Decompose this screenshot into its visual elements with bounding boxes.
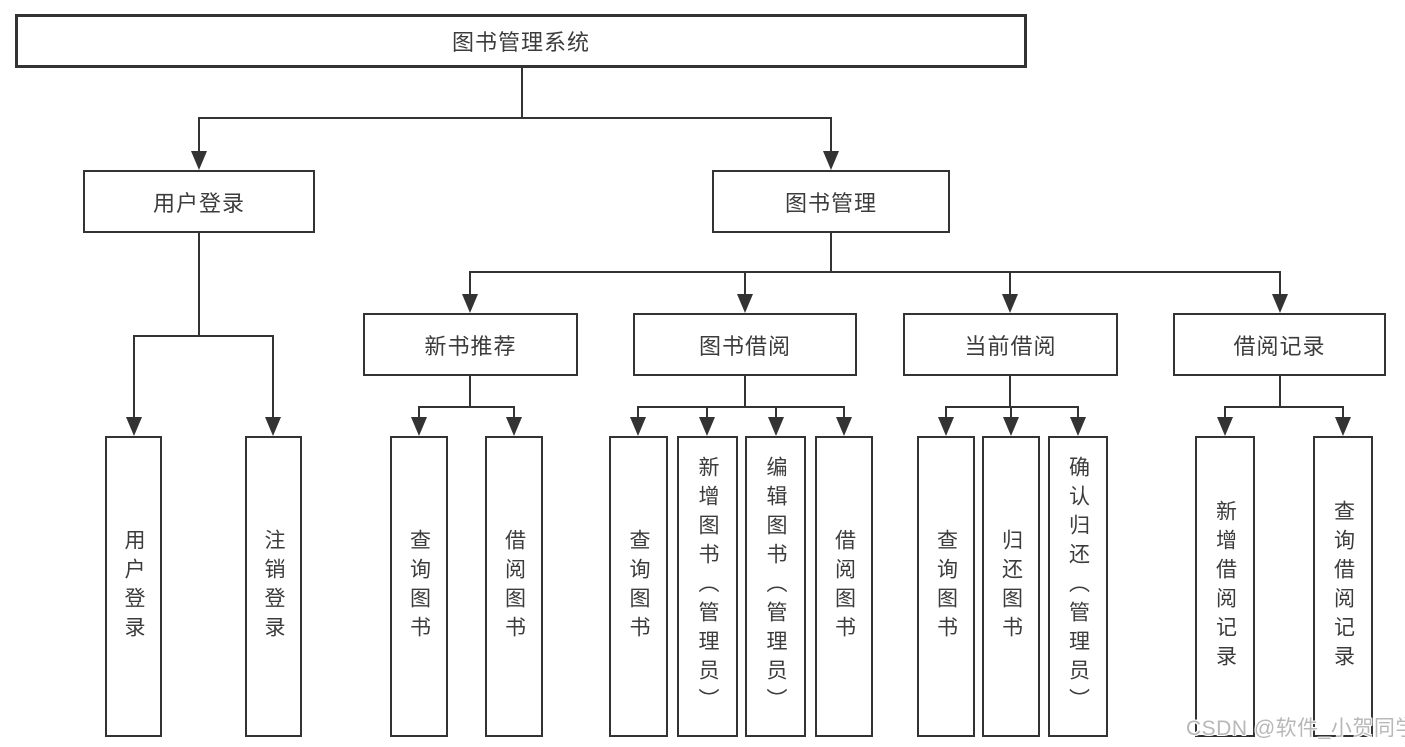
arrowhead-down-icon	[1217, 417, 1233, 436]
arrowhead-down-icon	[1335, 417, 1351, 436]
leaf-label: 新增借阅记录	[1213, 499, 1237, 674]
leaf-label: 编辑图书（管理员）	[764, 456, 787, 717]
node-user-login: 用户登录	[83, 170, 315, 233]
leaf-label: 借阅图书	[832, 528, 856, 645]
connector-line	[272, 336, 274, 417]
node-current-borrowing: 当前借阅	[903, 313, 1118, 376]
leaf-label: 注销登录	[262, 528, 285, 645]
connector-line	[1009, 376, 1011, 407]
arrowhead-down-icon	[126, 417, 142, 436]
node-label: 图书管理	[784, 190, 877, 216]
arrowhead-down-icon	[265, 417, 281, 436]
arrowhead-down-icon	[823, 151, 839, 170]
leaf-label: 归还图书	[999, 528, 1023, 645]
connector-line	[744, 272, 746, 294]
arrowhead-down-icon	[411, 417, 427, 436]
leaf-label: 确认归还（管理员）	[1066, 456, 1090, 717]
leaf-current-return-books: 归还图书	[982, 436, 1040, 737]
connector-line	[744, 376, 746, 407]
node-library-management-system: 图书管理系统	[15, 14, 1027, 68]
connector-line	[945, 406, 1079, 408]
arrowhead-down-icon	[699, 417, 715, 436]
connector-line	[830, 233, 832, 272]
connector-line	[637, 407, 639, 417]
connector-line	[521, 68, 523, 118]
arrowhead-down-icon	[1272, 294, 1288, 313]
connector-line	[945, 407, 947, 417]
leaf-borrow-query-books: 查询图书	[609, 436, 668, 737]
node-label: 图书借阅	[698, 333, 791, 359]
arrowhead-down-icon	[191, 151, 207, 170]
arrowhead-down-icon	[462, 294, 478, 313]
connector-line	[830, 118, 832, 151]
arrowhead-down-icon	[630, 417, 646, 436]
leaf-label: 借阅图书	[502, 528, 526, 645]
leaf-records-add-record: 新增借阅记录	[1195, 436, 1255, 737]
node-new-book-recommendation: 新书推荐	[363, 313, 578, 376]
connector-line	[133, 336, 135, 417]
leaf-newbooks-borrow-books: 借阅图书	[485, 436, 543, 737]
leaf-label: 查询图书	[407, 528, 431, 645]
node-book-borrowing: 图书借阅	[633, 313, 857, 376]
leaf-records-query-record: 查询借阅记录	[1313, 436, 1373, 737]
leaf-current-query-books: 查询图书	[917, 436, 975, 737]
arrowhead-down-icon	[1070, 417, 1086, 436]
connector-line	[706, 407, 708, 417]
leaf-borrow-add-books-admin: 新增图书（管理员）	[677, 436, 738, 737]
node-label: 用户登录	[152, 190, 245, 216]
connector-line	[1342, 407, 1344, 417]
leaf-label: 查询图书	[934, 528, 958, 645]
connector-line	[418, 406, 515, 408]
node-label: 新书推荐	[424, 333, 517, 359]
leaf-label: 查询借阅记录	[1331, 499, 1355, 674]
connector-line	[513, 407, 515, 417]
connector-line	[1279, 272, 1281, 294]
connector-line	[1009, 272, 1011, 294]
connector-line	[1224, 406, 1344, 408]
arrowhead-down-icon	[1003, 417, 1019, 436]
leaf-label: 新增图书（管理员）	[696, 456, 719, 717]
leaf-current-confirm-return-admin: 确认归还（管理员）	[1048, 436, 1108, 737]
arrowhead-down-icon	[938, 417, 954, 436]
connector-line	[1077, 407, 1079, 417]
leaf-borrow-edit-books-admin: 编辑图书（管理员）	[745, 436, 806, 737]
leaf-logout: 注销登录	[245, 436, 302, 737]
connector-line	[775, 407, 777, 417]
arrowhead-down-icon	[836, 417, 852, 436]
leaf-label: 用户登录	[122, 528, 145, 645]
connector-line	[1224, 407, 1226, 417]
leaf-label: 查询图书	[627, 528, 650, 645]
node-label: 当前借阅	[964, 333, 1057, 359]
connector-line	[1279, 376, 1281, 407]
connector-line	[469, 271, 1281, 273]
arrowhead-down-icon	[737, 294, 753, 313]
node-borrowing-records: 借阅记录	[1173, 313, 1386, 376]
node-label: 借阅记录	[1233, 333, 1326, 359]
arrowhead-down-icon	[1002, 294, 1018, 313]
leaf-borrow-borrow-books: 借阅图书	[815, 436, 873, 737]
connector-line	[843, 407, 845, 417]
node-book-management: 图书管理	[712, 170, 950, 233]
connector-line	[133, 335, 274, 337]
leaf-user-login: 用户登录	[105, 436, 162, 737]
arrowhead-down-icon	[768, 417, 784, 436]
connector-line	[637, 406, 845, 408]
connector-line	[198, 117, 832, 119]
connector-line	[1010, 407, 1012, 417]
connector-line	[198, 118, 200, 151]
arrowhead-down-icon	[506, 417, 522, 436]
connector-line	[469, 272, 471, 294]
csdn-watermark: CSDN @软件_小贺同学	[1186, 717, 1405, 740]
connector-line	[418, 407, 420, 417]
leaf-newbooks-query-books: 查询图书	[390, 436, 448, 737]
connector-line	[198, 233, 200, 336]
node-label: 图书管理系统	[451, 30, 590, 55]
connector-line	[469, 376, 471, 407]
